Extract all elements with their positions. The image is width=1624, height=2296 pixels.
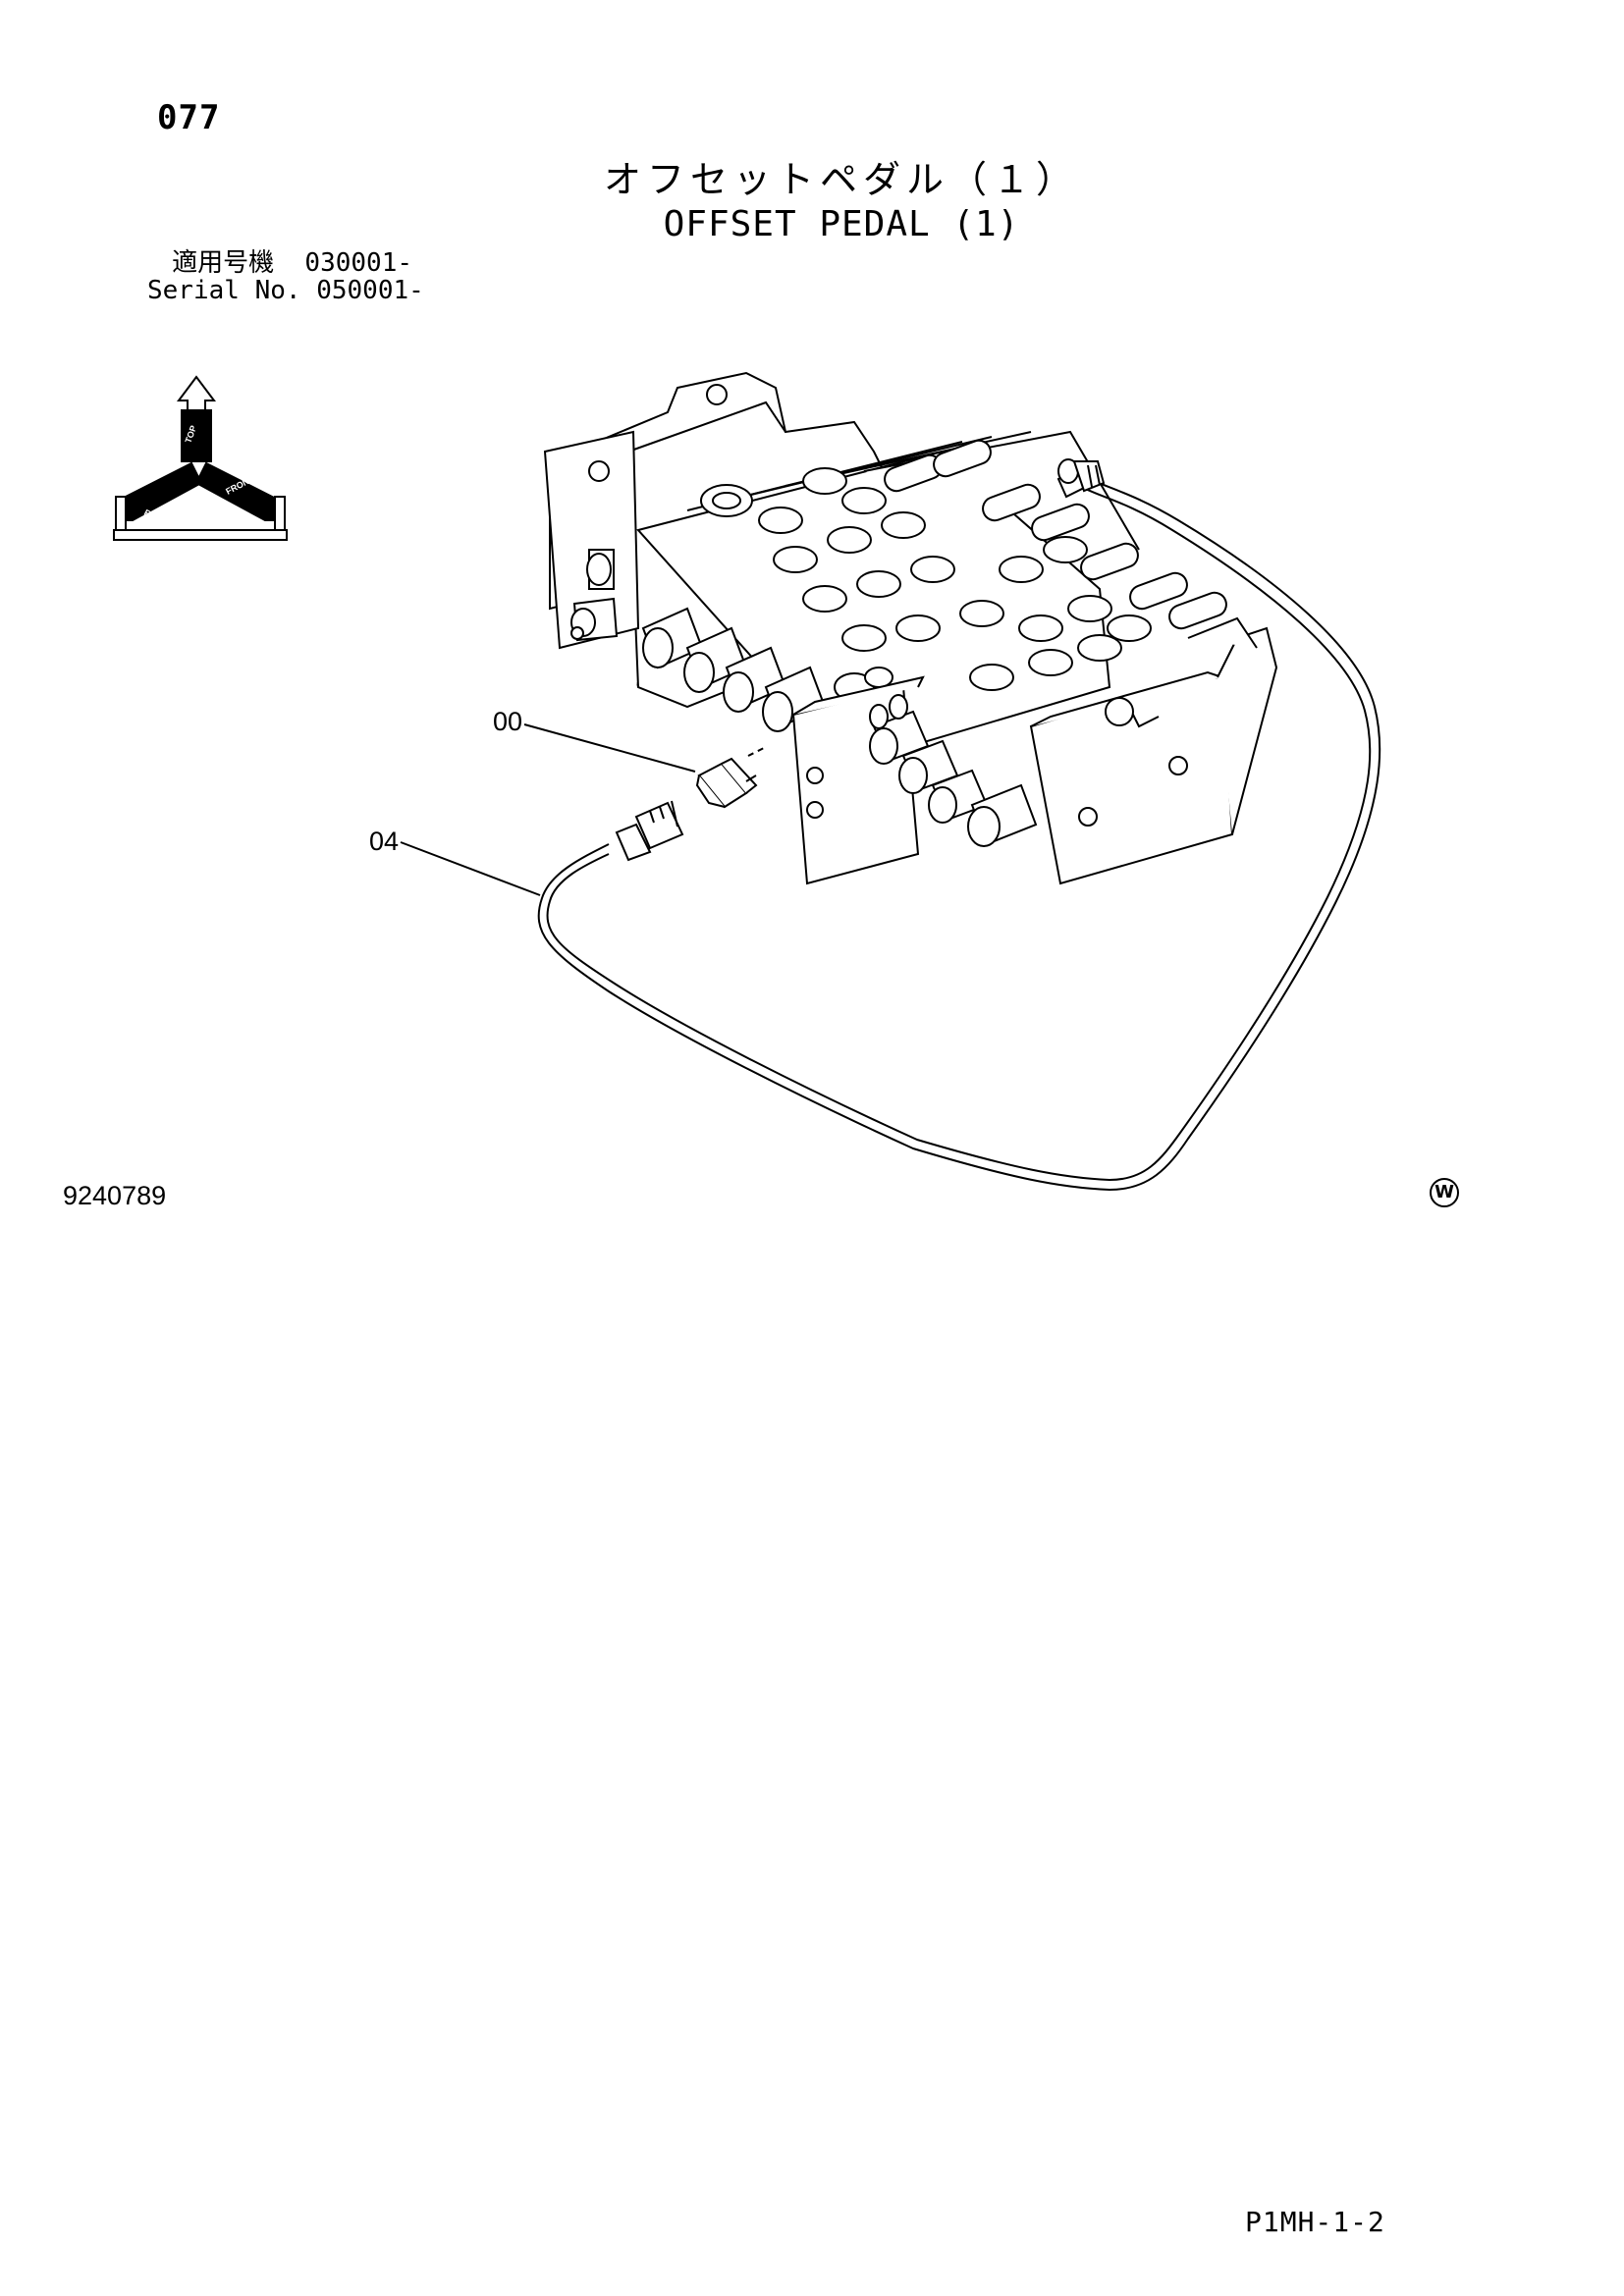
middle-block-ports	[869, 694, 1038, 847]
applicable-value: 030001-	[304, 248, 412, 278]
w-circle-mark: W	[1430, 1178, 1459, 1207]
exploded-parts-diagram: TOP RIGHT FRONT	[113, 371, 1381, 1192]
control-valve-assembly	[543, 371, 1278, 885]
serial-label: Serial No.	[147, 276, 301, 305]
page-title-english: OFFSET PEDAL (1)	[663, 204, 1020, 244]
callout-label-04: 04	[369, 827, 399, 856]
orientation-indicator: TOP RIGHT FRONT	[113, 375, 288, 541]
left-side-fittings	[570, 549, 619, 642]
applicable-label: 適用号機	[172, 248, 275, 278]
serial-row: Serial No. 050001-	[147, 276, 424, 305]
serial-applicability-block: 適用号機 030001- Serial No. 050001-	[147, 249, 424, 305]
serial-value: 050001-	[316, 276, 424, 305]
orientation-right-label: RIGHT	[142, 507, 172, 529]
page-title-japanese: オフセットペダル（１）	[603, 158, 1079, 201]
adapter-fitting	[695, 757, 758, 809]
page-number: 077	[157, 98, 221, 137]
spool-caps	[884, 439, 1227, 630]
valve-spool-ports	[700, 467, 1152, 691]
front-port-fittings	[641, 607, 893, 732]
drawing-number: 9240789	[63, 1181, 167, 1210]
callout-00: 00	[493, 707, 765, 773]
applicable-row: 適用号機 030001-	[147, 249, 412, 277]
pilot-hose	[537, 458, 1381, 1192]
callout-04: 04	[369, 827, 541, 896]
page-code: P1MH-1-2	[1245, 2206, 1385, 2238]
callout-label-00: 00	[493, 707, 522, 736]
